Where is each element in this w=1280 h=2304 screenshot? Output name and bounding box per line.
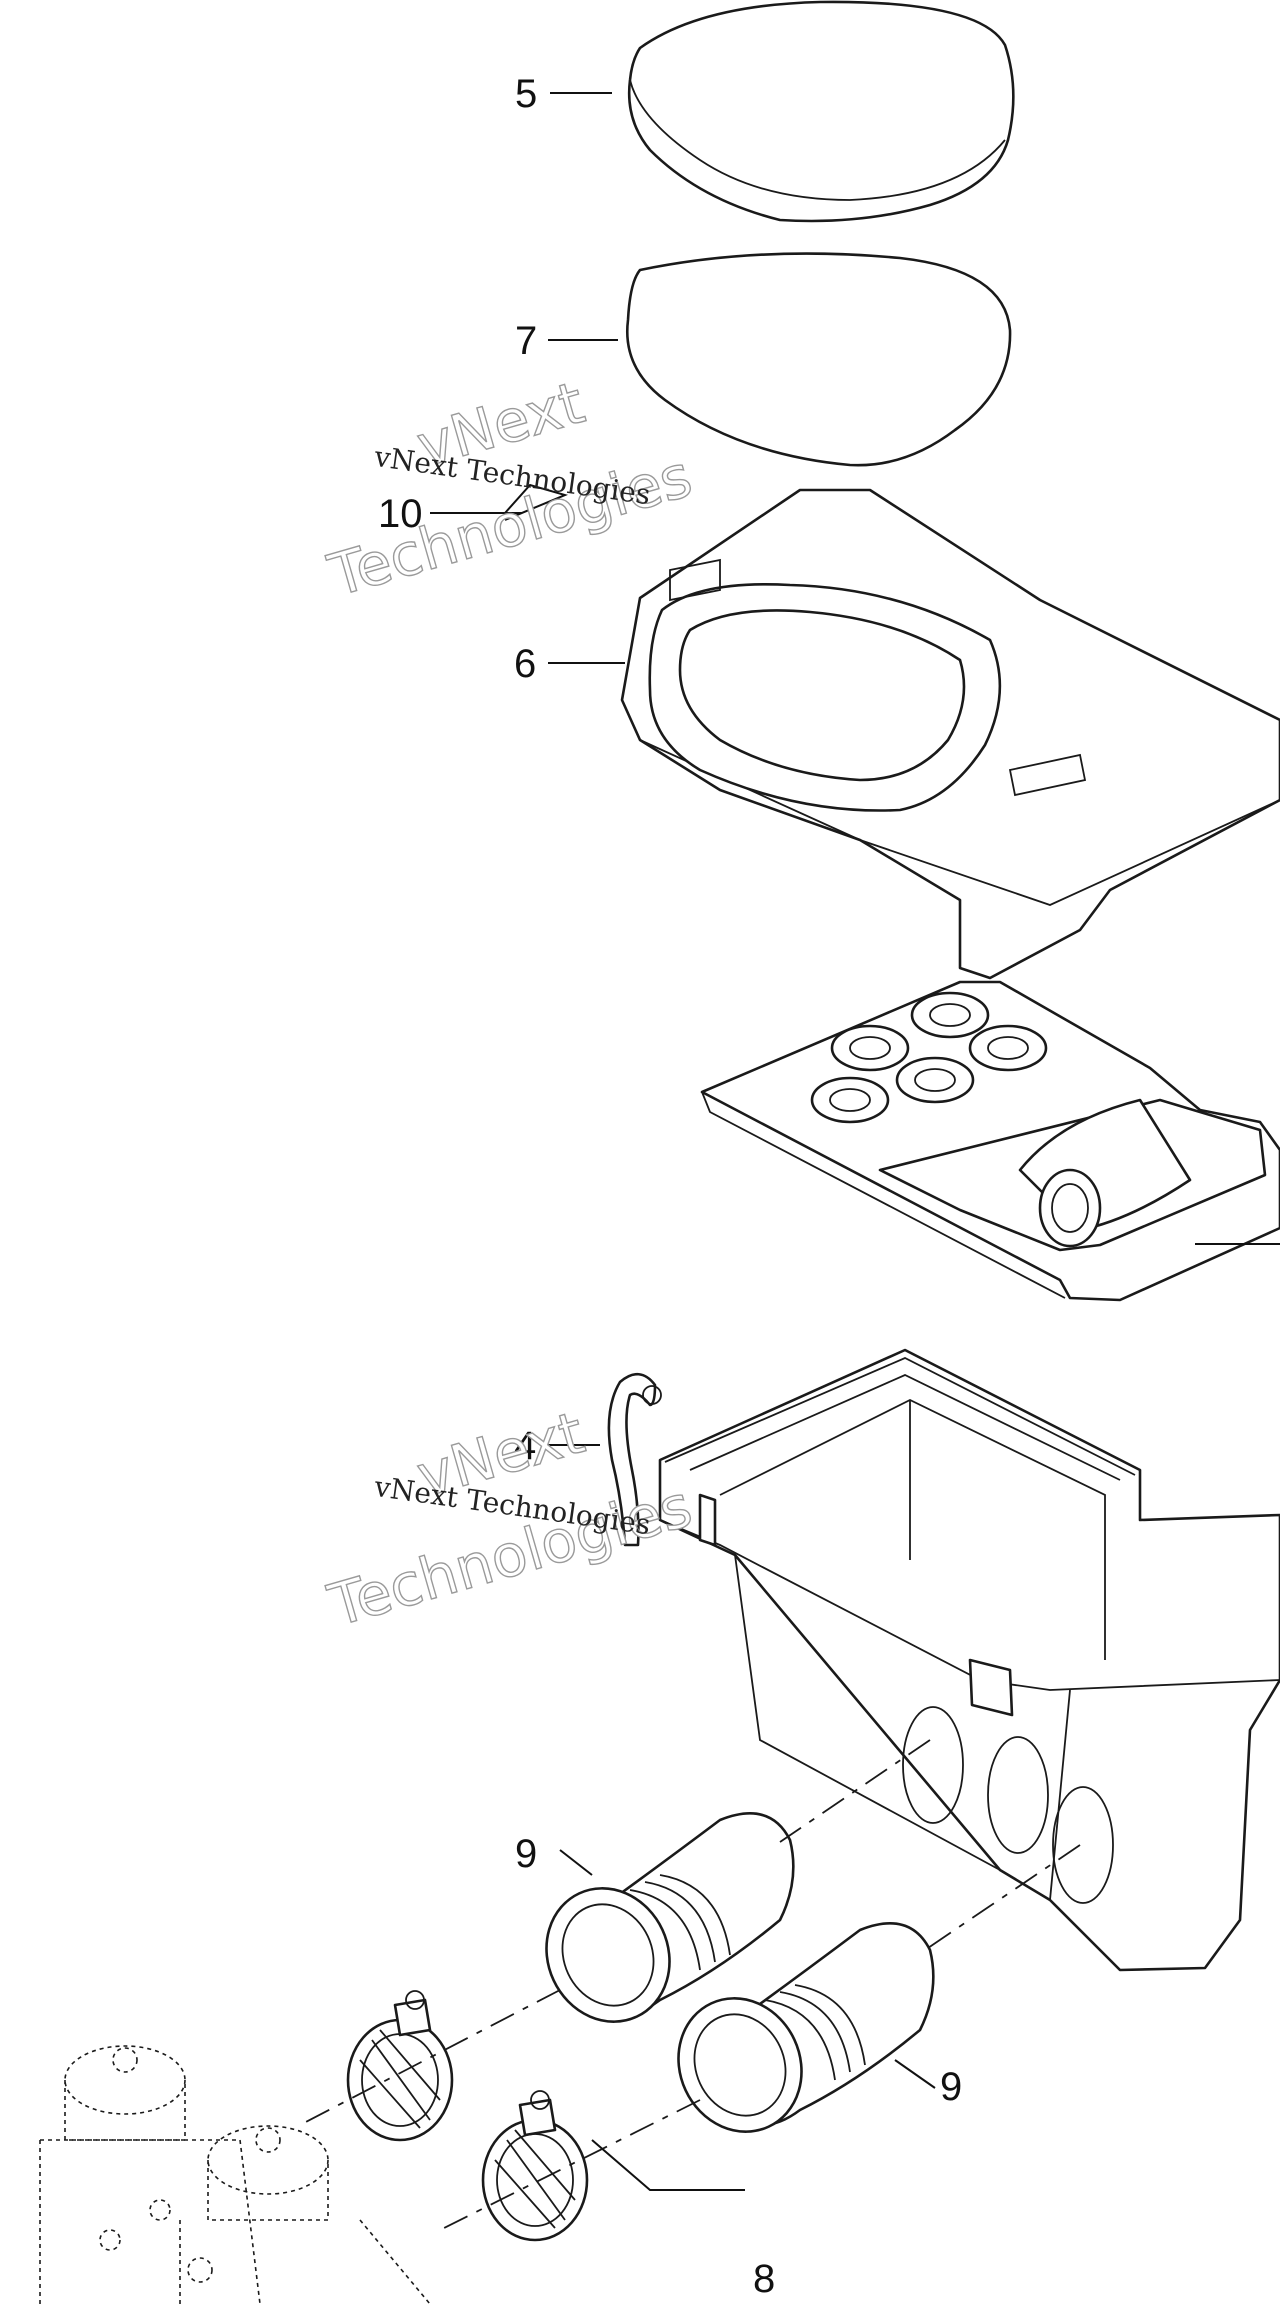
callout-5: 5: [515, 72, 537, 116]
cover-part-6: [620, 488, 1280, 980]
carburetor-assembly-ghosted: [39, 2045, 431, 2304]
assembly-centerlines: [299, 1739, 1081, 2231]
hose-clamp-part-8-lower: [481, 2090, 589, 2242]
intake-boot-part-9-lower: [677, 1922, 935, 2133]
intake-boot-part-9-upper: [545, 1812, 795, 2023]
callout-4: 4: [514, 1424, 536, 1468]
callout-6: 6: [514, 642, 536, 686]
callout-9-upper: 9: [515, 1832, 537, 1876]
mesh-screen-part-7: [625, 252, 1012, 467]
clip-part-4: [607, 1372, 662, 1547]
air-box-housing: [658, 1348, 1280, 1972]
filter-base-plate: [700, 980, 1280, 1302]
callout-8: 8: [753, 2257, 775, 2301]
callout-9-lower: 9: [940, 2065, 962, 2109]
hose-clamp-part-8-upper: [346, 1990, 454, 2142]
leader-lines: [430, 92, 936, 2191]
callout-10: 10: [378, 492, 423, 536]
pad-part-5: [627, 0, 1015, 223]
callout-7: 7: [515, 319, 537, 363]
